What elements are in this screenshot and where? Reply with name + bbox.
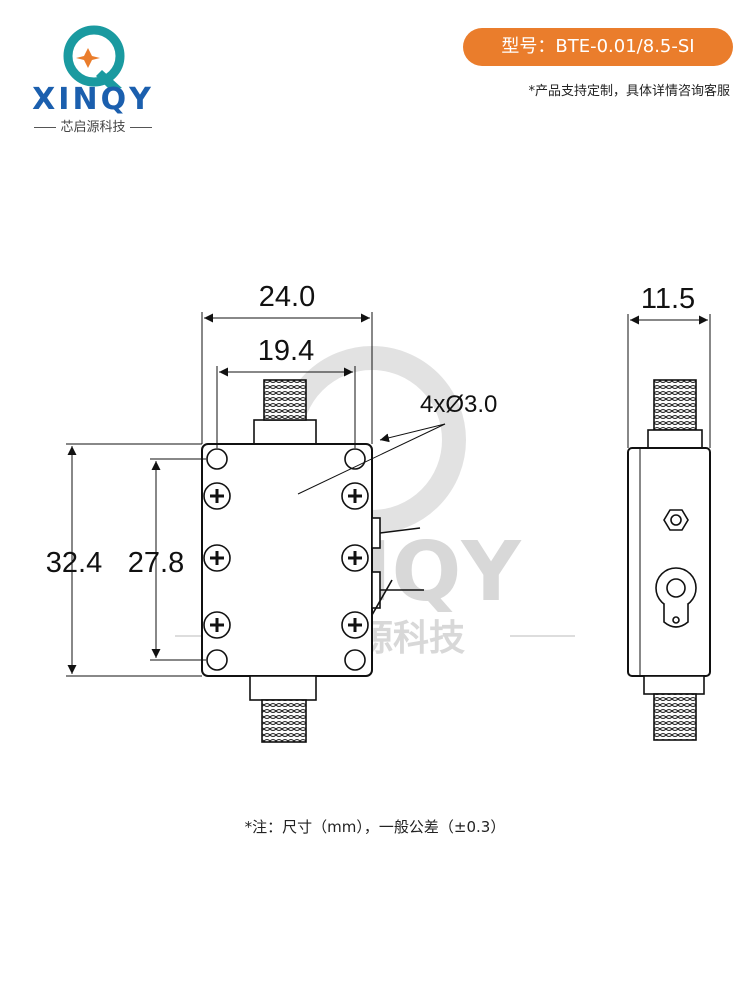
side-top-connector-thread xyxy=(653,379,697,431)
customization-note: *产品支持定制，具体详情咨询客服 xyxy=(528,84,730,99)
dim-hole-callout: 4xØ3.0 xyxy=(420,391,497,418)
top-connector-nut xyxy=(253,419,317,445)
side-pin-housing xyxy=(371,517,381,549)
screw-icon xyxy=(341,544,369,572)
screw-icon xyxy=(203,611,231,639)
dim-hole-spacing-height: 27.8 xyxy=(128,547,184,579)
housing-body xyxy=(201,443,373,677)
mount-hole xyxy=(206,448,228,470)
tolerance-note: *注：尺寸（mm），一般公差（±0.3） xyxy=(244,818,506,836)
dim-body-width: 24.0 xyxy=(259,281,315,313)
screw-icon xyxy=(203,544,231,572)
xinqy-logo-icon xyxy=(63,25,125,90)
brand-tagline-text: 芯启源科技 xyxy=(60,120,126,135)
brand-name: XINQY xyxy=(32,82,154,117)
brand-tagline: 芯启源科技 xyxy=(18,116,168,135)
divider xyxy=(129,127,152,128)
front-view xyxy=(66,312,446,743)
dim-body-height: 32.4 xyxy=(46,547,102,579)
side-bottom-connector-nut xyxy=(643,675,705,695)
screw-icon xyxy=(341,482,369,510)
bottom-connector-thread xyxy=(261,699,307,743)
bottom-connector-nut xyxy=(249,675,317,701)
screw-icon xyxy=(341,611,369,639)
mount-hole xyxy=(344,649,366,671)
dim-side-depth: 11.5 xyxy=(641,283,695,315)
model-badge: 型号：BTE-0.01/8.5-SI xyxy=(463,28,733,66)
hex-nut-icon xyxy=(663,509,689,531)
dim-hole-spacing-width: 19.4 xyxy=(258,335,314,367)
mount-hole xyxy=(344,448,366,470)
side-pin xyxy=(371,579,393,616)
top-connector-thread xyxy=(263,379,307,421)
side-bottom-connector-thread xyxy=(653,693,697,741)
side-view xyxy=(627,314,711,741)
mount-hole xyxy=(206,649,228,671)
screw-icon xyxy=(203,482,231,510)
divider xyxy=(34,127,57,128)
side-pin xyxy=(379,527,421,534)
side-top-connector-nut xyxy=(647,429,703,449)
